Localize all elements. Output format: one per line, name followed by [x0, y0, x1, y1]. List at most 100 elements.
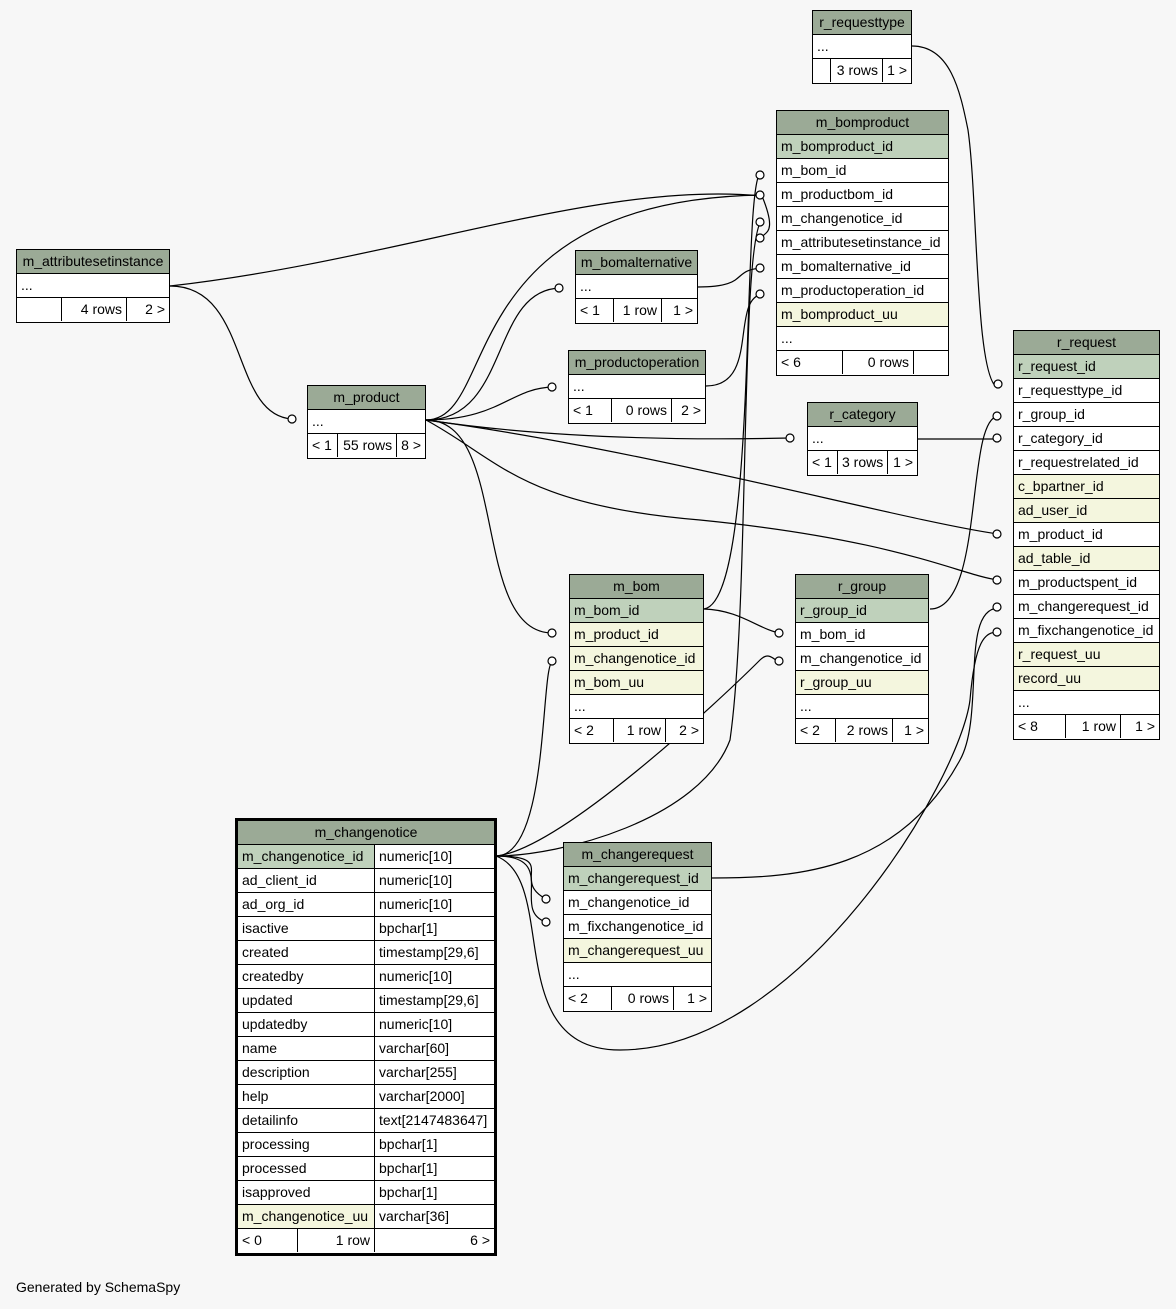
- column-type: varchar[255]: [379, 1064, 457, 1080]
- table-column: m_changenotice_id: [796, 647, 928, 671]
- unique-column: c_bpartner_id: [1014, 475, 1159, 499]
- children-count: [914, 351, 948, 374]
- table-header: m_attributesetinstance: [17, 250, 169, 274]
- parents-count: < 1: [308, 434, 338, 457]
- table-r-request[interactable]: r_request r_request_id r_requesttype_id …: [1013, 330, 1160, 740]
- table-column: ...: [564, 963, 711, 987]
- parents-count: [17, 298, 62, 321]
- table-column: ...: [813, 35, 911, 59]
- column-type: numeric[10]: [379, 896, 453, 912]
- row-count: 55 rows: [338, 434, 398, 457]
- table-m-bom[interactable]: m_bom m_bom_id m_product_id m_changenoti…: [569, 574, 704, 744]
- column-type: text[2147483647]: [379, 1112, 488, 1128]
- table-header: m_bomalternative: [576, 251, 697, 275]
- column-type: timestamp[29,6]: [379, 992, 479, 1008]
- table-m-bomproduct[interactable]: m_bomproduct m_bomproduct_id m_bom_id m_…: [776, 110, 949, 376]
- children-count: 2 >: [679, 722, 699, 738]
- row-count: 1 row: [298, 1229, 375, 1252]
- table-column: m_product_id: [1014, 523, 1159, 547]
- table-m-changerequest[interactable]: m_changerequest m_changerequest_id m_cha…: [563, 842, 712, 1012]
- table-column: m_bom_id: [777, 159, 948, 183]
- column-name: updatedby: [238, 1013, 375, 1036]
- table-r-group[interactable]: r_group r_group_id m_bom_id m_changenoti…: [795, 574, 929, 744]
- children-count: 2 >: [145, 301, 165, 317]
- table-column: m_changenotice_id: [777, 207, 948, 231]
- column-type: numeric[10]: [375, 845, 494, 868]
- row-count: 3 rows: [838, 451, 888, 474]
- children-count: 1 >: [673, 302, 693, 318]
- column-type: varchar[36]: [379, 1208, 450, 1224]
- table-column: ...: [17, 274, 169, 298]
- column-type: bpchar[1]: [379, 1160, 438, 1176]
- parents-count: [813, 59, 831, 82]
- table-column: r_requesttype_id: [1014, 379, 1159, 403]
- table-column: ...: [808, 427, 917, 451]
- column-name: processing: [238, 1133, 375, 1156]
- table-header: m_changenotice: [238, 821, 494, 845]
- table-footer: < 1 55 rows 8 >: [308, 434, 425, 458]
- table-column: m_productbom_id: [777, 183, 948, 207]
- column-name: m_changenotice_id: [238, 845, 375, 868]
- children-count: 6 >: [470, 1232, 490, 1248]
- unique-column: m_bomproduct_uu: [777, 303, 948, 327]
- table-footer: < 1 3 rows 1 >: [808, 451, 917, 475]
- parents-count: < 1: [576, 299, 614, 322]
- table-footer: < 0 1 row 6 >: [238, 1229, 494, 1253]
- primary-key-column: m_changerequest_id: [564, 867, 711, 891]
- table-header: r_requesttype: [813, 11, 911, 35]
- children-count: 1 >: [887, 62, 907, 78]
- table-column: m_changenotice_id: [564, 891, 711, 915]
- row-count: 2 rows: [836, 719, 893, 742]
- children-count: 8 >: [401, 437, 421, 453]
- row-count: 1 row: [1066, 715, 1121, 738]
- table-m-product[interactable]: m_product ... < 1 55 rows 8 >: [307, 385, 426, 459]
- column-type: varchar[2000]: [379, 1088, 465, 1104]
- table-r-category[interactable]: r_category ... < 1 3 rows 1 >: [807, 402, 918, 476]
- table-column: ...: [1014, 691, 1159, 715]
- unique-column: record_uu: [1014, 667, 1159, 691]
- table-footer: 3 rows 1 >: [813, 59, 911, 83]
- unique-column: ad_user_id: [1014, 499, 1159, 523]
- parents-count: < 2: [564, 987, 612, 1010]
- table-m-productoperation[interactable]: m_productoperation ... < 1 0 rows 2 >: [568, 350, 706, 424]
- column-type: numeric[10]: [379, 1016, 453, 1032]
- parents-count: < 1: [808, 451, 838, 474]
- table-footer: < 1 1 row 1 >: [576, 299, 697, 323]
- parents-count: < 1: [569, 399, 612, 422]
- column-name: processed: [238, 1157, 375, 1180]
- table-column: ...: [308, 410, 425, 434]
- table-r-requesttype[interactable]: r_requesttype ... 3 rows 1 >: [812, 10, 912, 84]
- row-count: 0 rows: [612, 399, 672, 422]
- table-header: r_group: [796, 575, 928, 599]
- table-column: m_attributesetinstance_id: [777, 231, 948, 255]
- column-name: name: [238, 1037, 375, 1060]
- column-type: bpchar[1]: [379, 1184, 438, 1200]
- column-name: isapproved: [238, 1181, 375, 1204]
- column-name: detailinfo: [238, 1109, 375, 1132]
- table-column: ...: [576, 275, 697, 299]
- row-count: 0 rows: [843, 351, 914, 374]
- table-m-attributesetinstance[interactable]: m_attributesetinstance ... 4 rows 2 >: [16, 249, 170, 323]
- parents-count: < 6: [777, 351, 843, 374]
- table-column: r_requestrelated_id: [1014, 451, 1159, 475]
- column-type: numeric[10]: [379, 968, 453, 984]
- table-header: m_productoperation: [569, 351, 705, 375]
- column-name: ad_org_id: [238, 893, 375, 916]
- table-header: m_bomproduct: [777, 111, 948, 135]
- row-count: 1 row: [614, 719, 666, 742]
- table-footer: < 2 2 rows 1 >: [796, 719, 928, 743]
- table-m-bomalternative[interactable]: m_bomalternative ... < 1 1 row 1 >: [575, 250, 698, 324]
- column-type: bpchar[1]: [379, 920, 438, 936]
